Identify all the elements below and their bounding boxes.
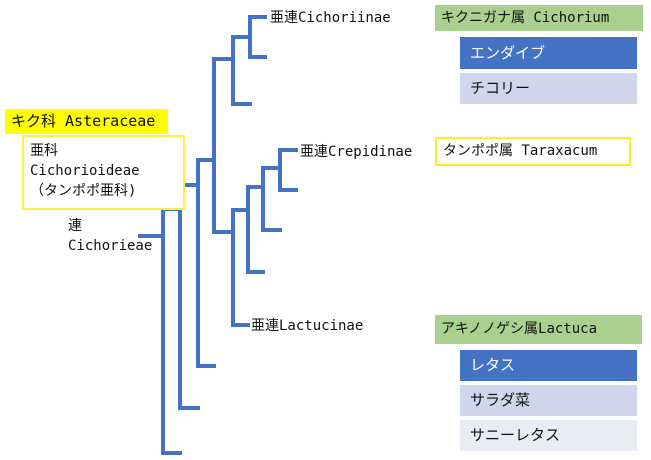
subtribe-crepidinae: 亜連Crepidinae [300,144,413,160]
subfamily-line: （タンポポ亜科) [30,183,137,199]
genus-taraxacum: タンポポ属 Taraxacum [435,137,631,166]
species-item: レタス [460,350,637,381]
subtribe-cichoriinae: 亜連Cichoriinae [270,10,391,26]
species-item: チコリー [460,73,637,104]
family-label: キク科 Asteraceae [5,109,168,134]
genus-lactuca: アキノノゲシ属Lactuca [435,315,642,344]
tribe-line: 連 [68,218,82,234]
subfamily-box: 亜科 Cichorioideae （タンポポ亜科) [22,135,185,210]
tribe-line: Cichorieae [68,238,153,254]
species-item: エンダイブ [460,37,637,69]
tribe-label: 連 Cichorieae [68,216,152,256]
subfamily-line: 亜科 [30,143,58,159]
species-item: サニーレタス [460,420,637,451]
genus-cichorium: キクニガナ属 Cichorium [435,5,643,31]
species-item: サラダ菜 [460,385,637,416]
subfamily-line: Cichorioideae [30,163,140,179]
subtribe-lactucinae: 亜連Lactucinae [251,318,364,334]
